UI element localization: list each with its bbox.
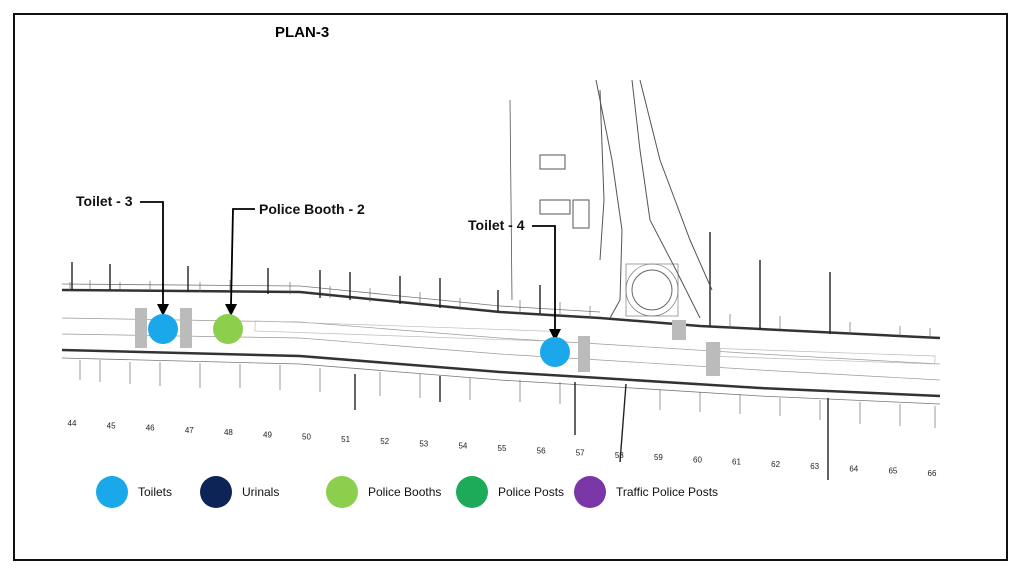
block-number: 59 [654, 453, 663, 462]
toilet-3-label: Toilet - 3 [76, 193, 133, 209]
block-number: 49 [263, 430, 272, 439]
legend-toilets-label: Toilets [138, 485, 173, 499]
legend-traffic-police-posts-swatch [574, 476, 606, 508]
toilet-4-marker[interactable] [540, 337, 570, 367]
toilet-4-label: Toilet - 4 [468, 217, 525, 233]
legend-police-posts: Police Posts [456, 476, 564, 508]
legend-urinals: Urinals [200, 476, 279, 508]
legend-police-booths-label: Police Booths [368, 485, 442, 499]
block-number: 53 [419, 440, 428, 449]
block-number: 57 [576, 449, 585, 458]
leader-toilet-4 [532, 225, 556, 330]
page-title: PLAN-3 [275, 24, 330, 41]
block-number: 45 [107, 421, 116, 430]
legend-police-posts-swatch [456, 476, 488, 508]
block-number: 52 [380, 437, 389, 446]
south-building-line [61, 348, 941, 405]
legend-police-booths-swatch [326, 476, 358, 508]
police-booth-2-marker[interactable] [213, 314, 243, 344]
arrowhead-toilet-4 [549, 329, 561, 341]
block-number: 64 [849, 465, 858, 474]
block-number: 54 [458, 442, 467, 451]
legend-police-posts-label: Police Posts [498, 485, 565, 499]
road-lanes [61, 317, 941, 381]
north-road [509, 79, 713, 319]
block-number: 55 [498, 444, 507, 453]
building-ticks [69, 280, 936, 428]
block-number: 48 [224, 428, 233, 437]
marker-leaders [140, 201, 556, 330]
block-number: 44 [68, 419, 77, 428]
building-dividers [71, 232, 831, 480]
leader-police-booth-2 [230, 208, 255, 306]
marker-arrowheads [157, 304, 561, 341]
legend-toilets: Toilets [96, 476, 172, 508]
block-number: 47 [185, 426, 194, 435]
block-number: 58 [615, 451, 624, 460]
arrowhead-police-booth-2 [225, 304, 237, 316]
north-building-line [61, 283, 941, 340]
legend-traffic-police-posts-label: Traffic Police Posts [616, 485, 719, 499]
block-number: 56 [537, 446, 546, 455]
block-number: 63 [810, 462, 819, 471]
arrowhead-toilet-3 [157, 304, 169, 316]
legend-urinals-swatch [200, 476, 232, 508]
legend-traffic-police-posts: Traffic Police Posts [574, 476, 718, 508]
zebra-crossings [135, 308, 720, 376]
block-number: 65 [888, 467, 897, 476]
block-number-layer: 44 45 46 47 48 49 50 51 52 53 54 55 56 57 58 59 60 61 62 63… [68, 419, 937, 478]
legend-police-booths: Police Booths [326, 476, 441, 508]
toilet-3-marker[interactable] [148, 314, 178, 344]
map-frame [13, 13, 1008, 561]
police-booth-2-label: Police Booth - 2 [259, 201, 365, 217]
legend-toilets-swatch [96, 476, 128, 508]
block-number: 50 [302, 433, 311, 442]
block-number: 62 [771, 460, 780, 469]
block-number: 46 [146, 424, 155, 433]
block-number: 66 [928, 469, 937, 478]
block-number: 60 [693, 455, 702, 464]
block-number: 51 [341, 435, 350, 444]
legend-urinals-label: Urinals [242, 485, 280, 499]
roundabout [625, 263, 679, 317]
leader-toilet-3 [140, 201, 164, 306]
block-number: 61 [732, 458, 741, 467]
